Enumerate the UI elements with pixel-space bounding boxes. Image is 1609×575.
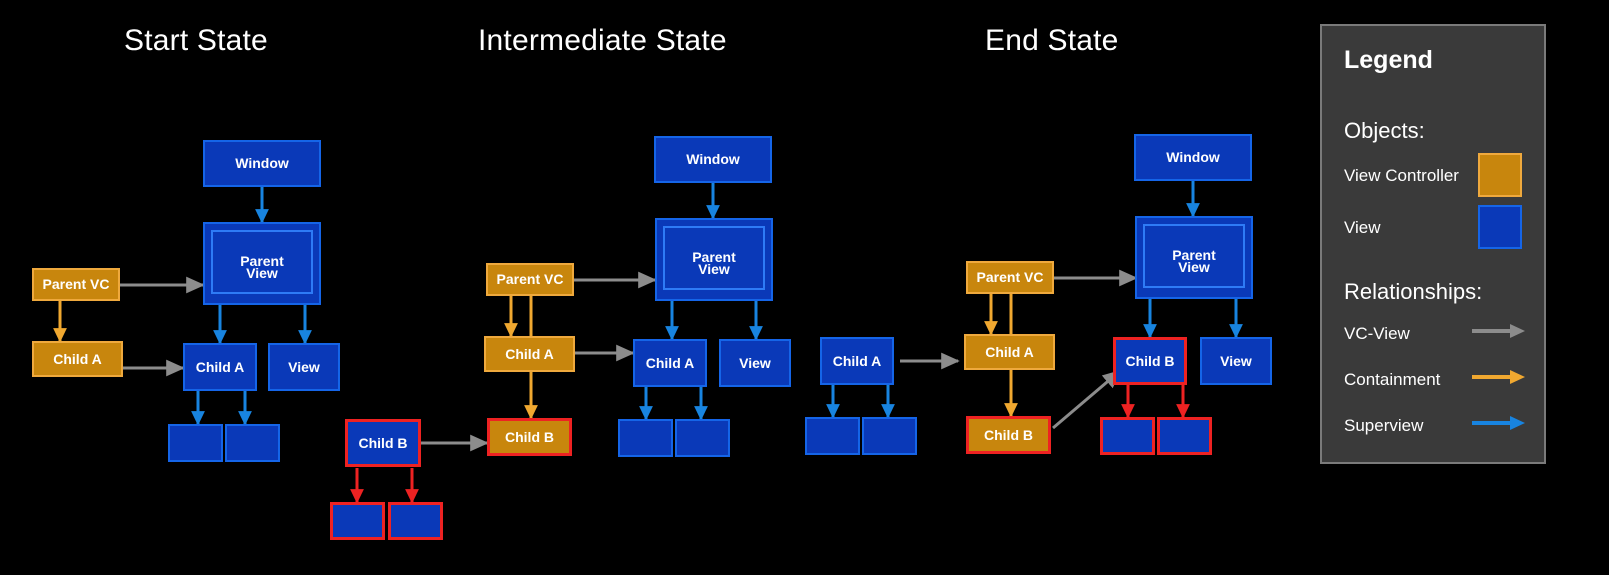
intermediate-child-b-vc-node[interactable]: Child B — [487, 418, 572, 456]
legend-panel: Legend Objects: View Controller View Rel… — [1320, 24, 1546, 464]
legend-relationships-heading: Relationships: — [1344, 279, 1483, 304]
intermediate-child-a-subview-2[interactable] — [675, 419, 730, 457]
legend-objects-heading: Objects: — [1344, 118, 1425, 143]
state-title-intermediate: Intermediate State — [478, 24, 727, 57]
end-child-a-view-node[interactable]: Child A — [820, 337, 894, 385]
start-parent-view-label-line1: Parent — [240, 253, 284, 270]
end-child-b-subview-1[interactable] — [1100, 417, 1155, 455]
intermediate-child-a-subview-1[interactable] — [618, 419, 673, 457]
legend-relationship-label-vc-view: VC-View — [1344, 324, 1410, 343]
intermediate-child-a-vc-node[interactable]: Child A — [484, 336, 575, 372]
end-child-b-vc-node[interactable]: Child B — [966, 416, 1051, 454]
start-parent-vc-node[interactable]: Parent VC — [32, 268, 120, 301]
arrow-right-icon-containment — [1472, 370, 1525, 384]
legend-title: Legend — [1344, 46, 1433, 74]
start-parent-view-label-line2: View — [246, 265, 278, 281]
end-parent-vc-node[interactable]: Parent VC — [966, 261, 1054, 294]
intermediate-parent-view-label-line2: View — [698, 261, 730, 277]
start-child-b-view-node[interactable]: Child B — [345, 419, 421, 467]
intermediate-window-node[interactable]: Window — [654, 136, 772, 183]
arrow-right-icon-vc-view — [1472, 324, 1525, 338]
start-window-node[interactable]: Window — [203, 140, 321, 187]
intermediate-parent-vc-node[interactable]: Parent VC — [486, 263, 574, 296]
intermediate-child-a-view-node[interactable]: Child A — [633, 339, 707, 387]
end-child-a-vc-node[interactable]: Child A — [964, 334, 1055, 370]
legend-relationship-label-containment: Containment — [1344, 370, 1441, 389]
start-parent-view-outer[interactable]: Parent View — [203, 222, 321, 305]
legend-swatch-view-controller — [1478, 153, 1522, 197]
start-child-b-subview-2[interactable] — [388, 502, 443, 540]
intermediate-parent-view-outer[interactable]: Parent View — [655, 218, 773, 301]
end-child-b-view-node[interactable]: Child B — [1113, 337, 1187, 385]
intermediate-parent-view-node[interactable]: Parent View — [663, 226, 765, 290]
start-parent-view-node[interactable]: Parent View — [211, 230, 313, 294]
start-child-b-subview-1[interactable] — [330, 502, 385, 540]
intermediate-view-node[interactable]: View — [719, 339, 791, 387]
start-child-a-subview-2[interactable] — [225, 424, 280, 462]
intermediate-parent-view-label-line1: Parent — [692, 249, 736, 266]
end-child-a-subview-1[interactable] — [805, 417, 860, 455]
legend-object-label-view: View — [1344, 218, 1381, 237]
end-parent-view-node[interactable]: Parent View — [1143, 224, 1245, 288]
end-parent-view-outer[interactable]: Parent View — [1135, 216, 1253, 299]
end-parent-view-label-line2: View — [1178, 259, 1210, 275]
legend-object-label-view-controller: View Controller — [1344, 166, 1459, 185]
end-parent-view-label-line1: Parent — [1172, 247, 1216, 264]
start-view-node[interactable]: View — [268, 343, 340, 391]
end-window-node[interactable]: Window — [1134, 134, 1252, 181]
state-title-end: End State — [985, 24, 1119, 57]
arrow-right-icon-superview — [1472, 416, 1525, 430]
legend-relationship-label-superview: Superview — [1344, 416, 1424, 435]
end-child-b-subview-2[interactable] — [1157, 417, 1212, 455]
start-child-a-view-node[interactable]: Child A — [183, 343, 257, 391]
legend-swatch-view — [1478, 205, 1522, 249]
start-child-a-subview-1[interactable] — [168, 424, 223, 462]
start-child-a-vc-node[interactable]: Child A — [32, 341, 123, 377]
end-view-node[interactable]: View — [1200, 337, 1272, 385]
state-title-start: Start State — [124, 24, 268, 57]
end-child-a-subview-2[interactable] — [862, 417, 917, 455]
